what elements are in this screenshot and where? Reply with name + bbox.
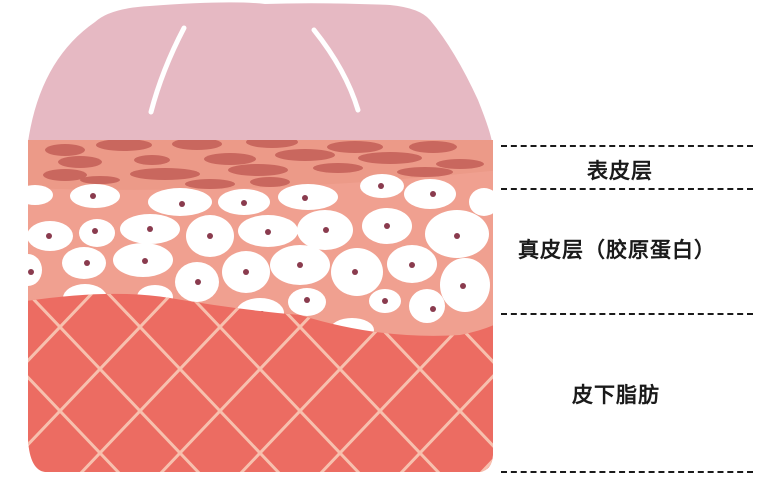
epidermis-cells — [43, 140, 484, 189]
divider-line — [501, 313, 753, 315]
divider-line — [501, 188, 753, 190]
surface-crease-right — [311, 27, 361, 113]
skin-surface — [28, 2, 492, 143]
divider-line — [501, 471, 753, 473]
fat-grid — [28, 293, 493, 472]
label-epidermis: 表皮层 — [587, 159, 653, 183]
label-subcutaneous-fat: 皮下脂肪 — [572, 383, 660, 407]
divider-line — [501, 145, 753, 147]
surface-crease-left — [148, 25, 187, 115]
subcutaneous-fat-layer — [28, 293, 493, 472]
label-dermis: 真皮层（胶原蛋白） — [518, 238, 716, 262]
